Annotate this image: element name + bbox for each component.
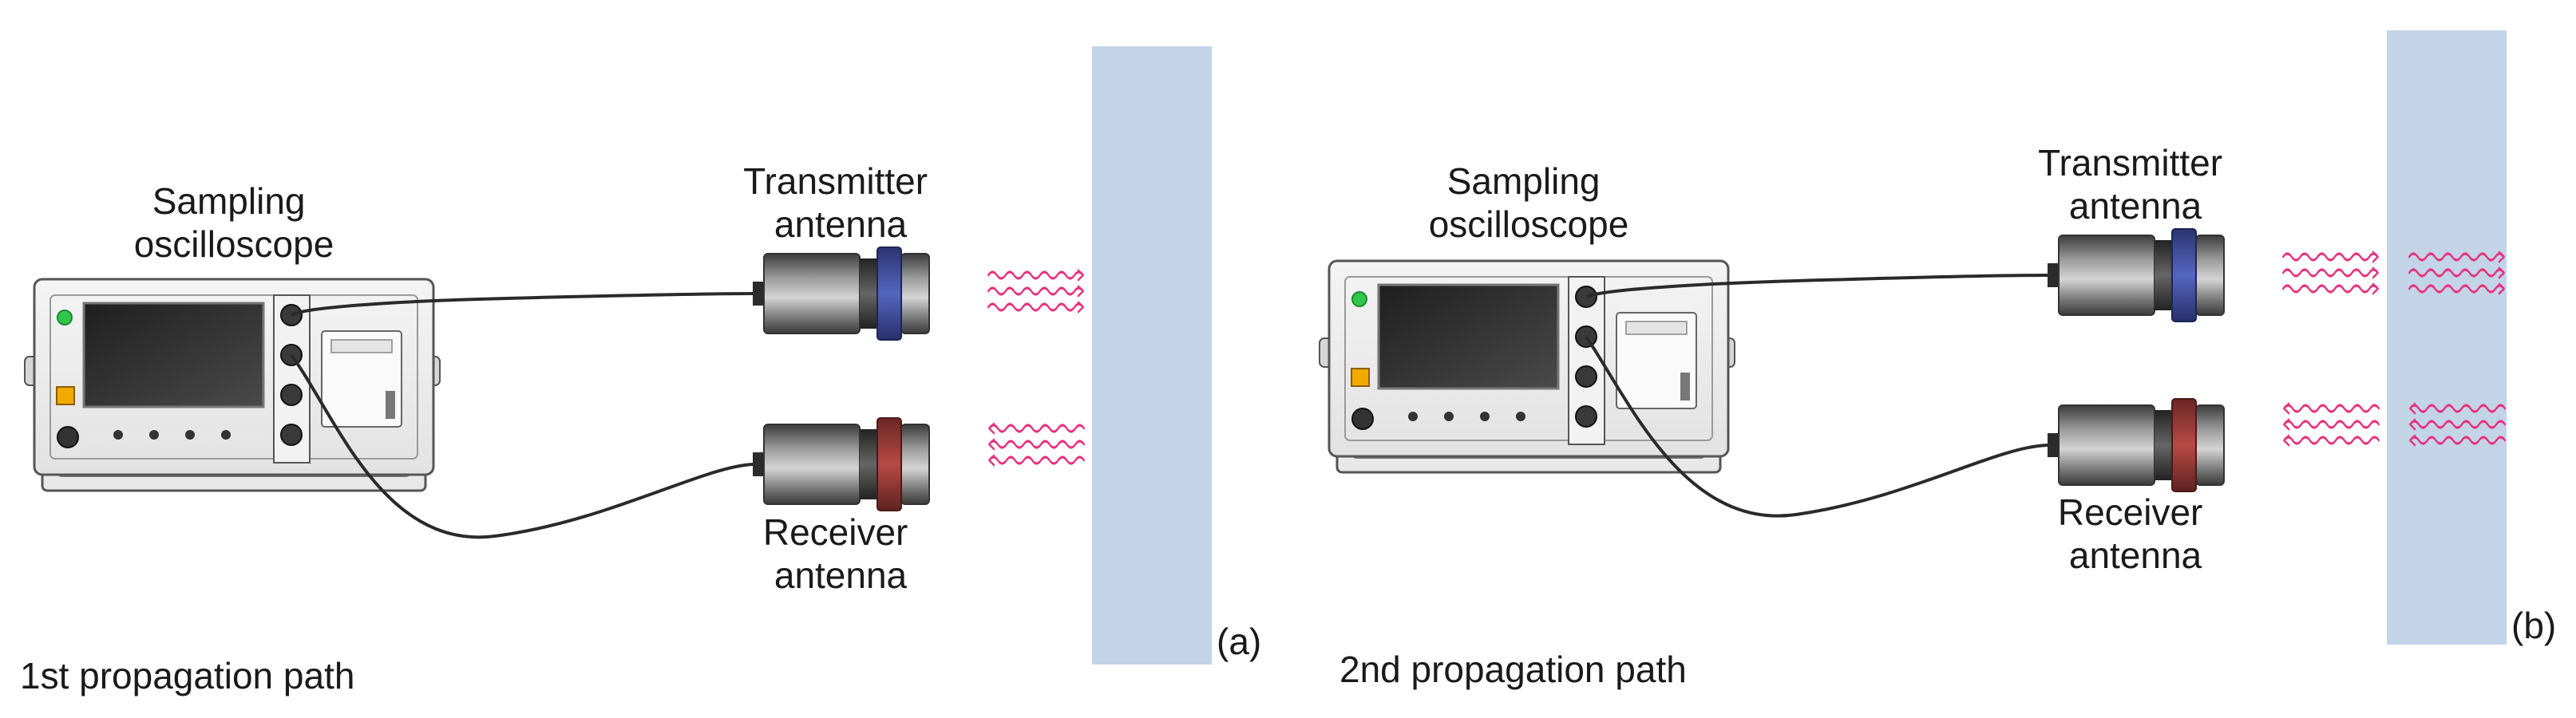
panel-tag-b: (b) [2511, 605, 2556, 646]
transmitter-label-b-line2: antenna [2069, 185, 2202, 227]
transmitter-label-a-line1: Transmitter [743, 160, 928, 202]
svg-text:Sampling oscilloscope: Sampling oscilloscope [1429, 160, 1629, 245]
waves-incident-b [2281, 251, 2380, 295]
instrument-label-b-line1: Sampling [1447, 160, 1601, 202]
cable-receiver-b [1585, 335, 2048, 518]
svg-text:Receiver antenna: Receiver antenna [763, 511, 918, 596]
transmitter-antenna-a [752, 247, 930, 341]
receiver-label-b-line2: antenna [2069, 535, 2202, 576]
svg-text:Transmitter antenna: Transmitter antenna [743, 160, 938, 245]
svg-text:Sampling oscilloscope: Sampling oscilloscope [134, 180, 334, 265]
waves-reflected-b [2282, 402, 2380, 447]
svg-text:Transmitter antenna: Transmitter antenna [2038, 142, 2233, 227]
instrument-label-a-line2: oscilloscope [134, 223, 334, 265]
caption-a: 1st propagation path [20, 655, 354, 696]
panel-b: Sampling oscilloscope Transmitter antenn… [1318, 30, 2556, 690]
instrument-label-a-line1: Sampling [152, 180, 306, 222]
cable-transmitter-b [1585, 274, 2048, 298]
receiver-label-b-line1: Receiver [2058, 491, 2203, 533]
oscilloscope-b [1318, 259, 1736, 474]
receiver-label-a-line2: antenna [774, 554, 908, 596]
cable-transmitter-a [290, 292, 754, 317]
waves-reflected-a [987, 422, 1086, 467]
oscilloscope-a [23, 278, 441, 492]
cable-receiver-a [290, 353, 754, 539]
receiver-label-a-line1: Receiver [763, 511, 908, 553]
receiver-antenna-a [752, 417, 930, 511]
waves-incident-a [987, 269, 1085, 314]
transmitter-antenna-b [2047, 228, 2225, 322]
panel-a: Sampling oscilloscope Transmitter antenn… [20, 46, 1261, 696]
reflecting-wall-b [2387, 30, 2507, 645]
transmitter-label-b-line1: Transmitter [2038, 142, 2222, 183]
instrument-label-b-line2: oscilloscope [1429, 203, 1629, 245]
svg-text:Receiver antenna: Receiver antenna [2058, 491, 2213, 576]
panel-tag-a: (a) [1217, 621, 1261, 662]
receiver-antenna-b [2047, 398, 2225, 492]
reflecting-wall-a [1092, 46, 1212, 665]
caption-b: 2nd propagation path [1339, 649, 1687, 690]
transmitter-label-a-line2: antenna [774, 203, 908, 245]
